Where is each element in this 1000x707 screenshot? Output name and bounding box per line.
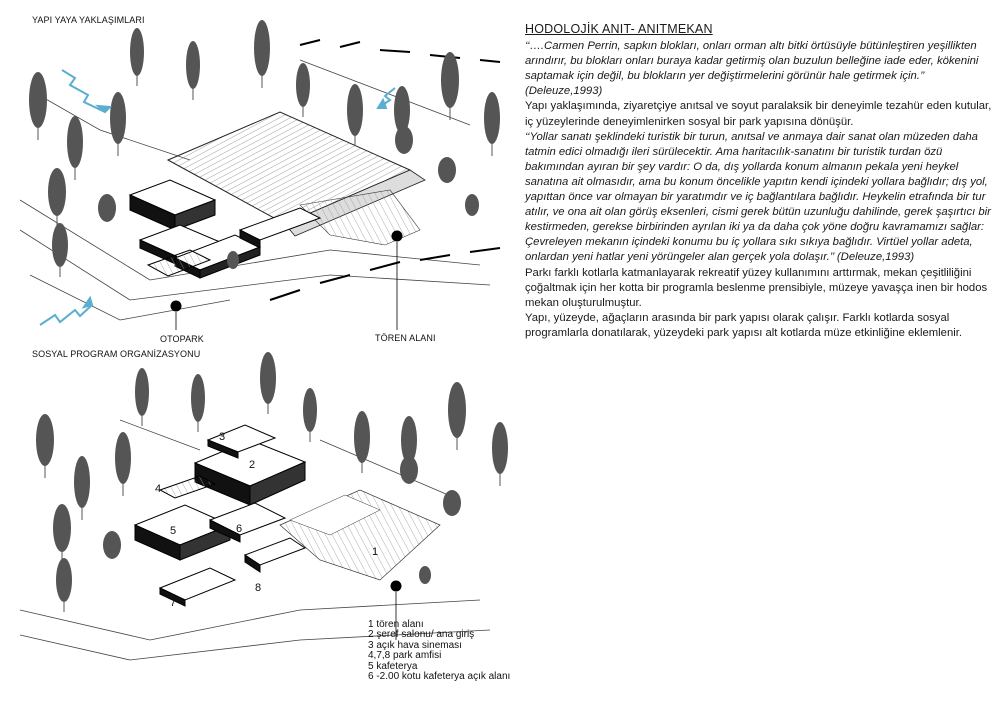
- program-number-7: 7: [170, 597, 177, 609]
- legend-item: 5 kafeterya: [368, 660, 418, 672]
- program-number-5: 5: [170, 525, 177, 537]
- quote-deleuze: ‘‘Yollar sanatı şeklindeki turistik bir …: [525, 130, 991, 264]
- program-legend: 1 tören alanı 2 şeref salonu/ ana giriş …: [368, 619, 511, 683]
- program-number-2: 2: [249, 459, 256, 471]
- legend-item: 3 açık hava sineması: [368, 639, 462, 651]
- text-title: HODOLOJİK ANIT- ANITMEKAN: [525, 22, 713, 36]
- legend-item: 6 -2.00 kotu kafeterya açık alanı: [368, 671, 511, 683]
- top-trees: [29, 20, 500, 277]
- text-panel: HODOLOJİK ANIT- ANITMEKAN ‘‘….Carmen Per…: [525, 22, 995, 341]
- approach-title: YAPI YAYA YAKLAŞIMLARI: [32, 15, 145, 25]
- legend-item: 1 tören alanı: [368, 619, 424, 630]
- quote-perrin: ‘‘….Carmen Perrin, sapkın blokları, onla…: [525, 40, 979, 98]
- program-number-8: 8: [255, 582, 262, 594]
- bottom-site-lines: [19, 419, 491, 661]
- axonometric-diagram: [19, 20, 508, 661]
- bottom-plaza: [279, 489, 441, 581]
- parking-label: OTOPARK: [160, 334, 204, 344]
- program-number-6: 6: [236, 523, 243, 535]
- pedestrian-arrows: [39, 69, 396, 326]
- bottom-pointer: [390, 580, 402, 640]
- top-site-lines: [19, 39, 501, 321]
- program-number-1: 1: [372, 546, 379, 558]
- program-title: SOSYAL PROGRAM ORGANİZASYONU: [32, 349, 201, 359]
- layers-paragraph: Parkı farklı kotlarla katmanlayarak rekr…: [525, 266, 988, 309]
- ceremony-label: TÖREN ALANI: [375, 333, 436, 343]
- bottom-building-blocks: [133, 424, 307, 607]
- program-number-3: 3: [219, 431, 226, 443]
- legend-item: 2 şeref salonu/ ana giriş: [368, 629, 475, 641]
- bottom-trees: [36, 352, 508, 612]
- legend-item: 4,7,8 park amfisi: [368, 650, 442, 662]
- top-roof-grid: [166, 111, 426, 246]
- approach-paragraph: Yapı yaklaşımında, ziyaretçiye anıtsal v…: [525, 100, 992, 128]
- park-paragraph: Yapı, yüzeyde, ağaçların arasında bir pa…: [525, 311, 963, 339]
- program-number-4: 4: [155, 483, 162, 495]
- top-building-blocks: [128, 179, 322, 279]
- top-pointers: [170, 230, 403, 330]
